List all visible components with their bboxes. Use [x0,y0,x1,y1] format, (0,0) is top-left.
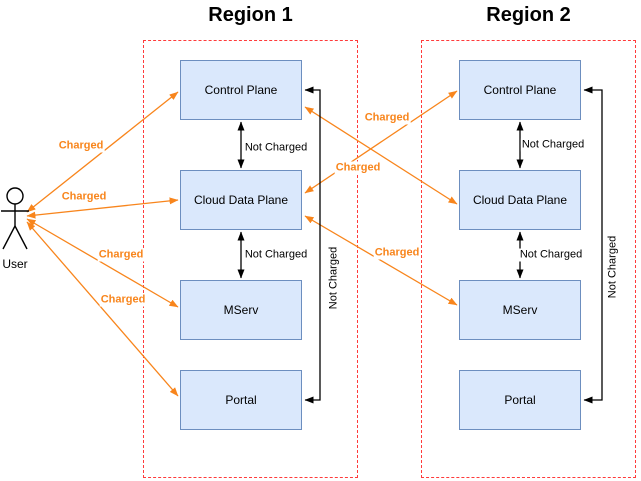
charged-label: Charged [57,139,105,153]
node-r1-cloud-data-plane: Cloud Data Plane [180,170,302,230]
node-r1-control-plane: Control Plane [180,60,302,120]
node-r2-cloud-data-plane: Cloud Data Plane [459,170,581,230]
not-charged-label-vertical: Not Charged [606,234,620,300]
charged-label: Charged [99,293,147,307]
charged-label: Charged [97,248,145,262]
charged-label: Charged [334,161,382,175]
not-charged-label: Not Charged [243,141,309,155]
not-charged-label: Not Charged [518,248,584,262]
charged-label: Charged [60,190,108,204]
node-r2-control-plane: Control Plane [459,60,581,120]
charged-label: Charged [373,246,421,260]
region-2-title: Region 2 [486,4,571,26]
node-r2-mserv: MServ [459,280,581,340]
user-label: User [2,257,28,271]
not-charged-label: Not Charged [520,138,586,152]
charged-label: Charged [363,111,411,125]
user-icon [1,187,29,250]
node-r2-portal: Portal [459,370,581,430]
not-charged-label: Not Charged [243,248,309,262]
node-r1-mserv: MServ [180,280,302,340]
region-1-title: Region 1 [208,4,293,26]
node-r1-portal: Portal [180,370,302,430]
not-charged-label-vertical: Not Charged [327,245,341,311]
